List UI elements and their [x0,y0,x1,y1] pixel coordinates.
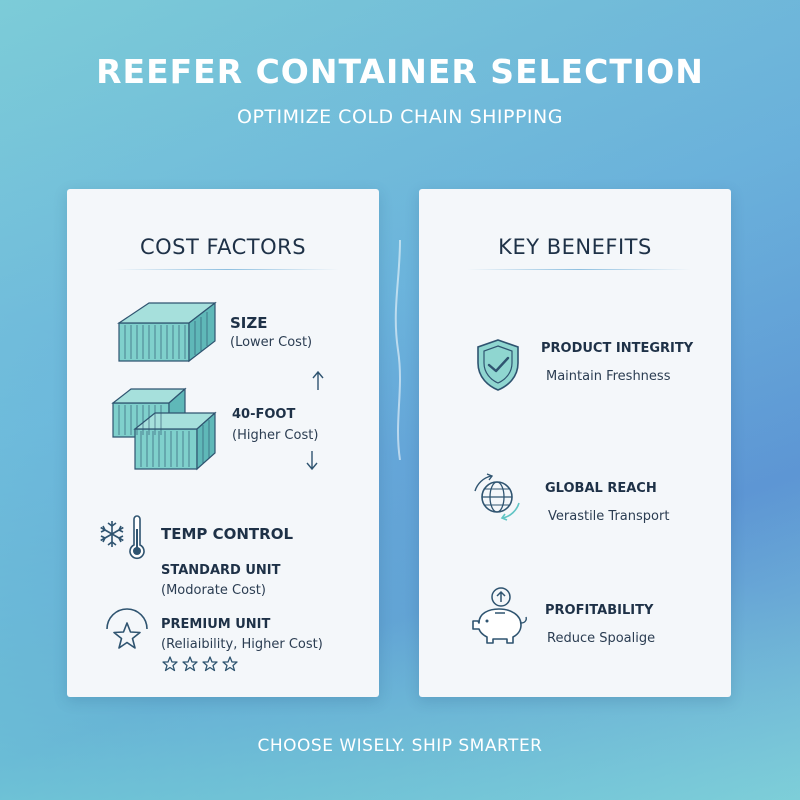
page-subtitle: OPTIMIZE COLD CHAIN SHIPPING [237,106,563,128]
size-label: SIZE [230,314,268,332]
shield-check-icon [477,339,519,391]
profitability-note: Reduce Spoalige [547,631,656,646]
premium-unit-label: PREMIUM UNIT [161,617,271,632]
standard-unit-note: (Modorate Cost) [161,583,266,598]
profitability-label: PROFITABILITY [545,603,654,618]
cost-factors-title: COST FACTORS [139,235,307,259]
key-benefits-title: KEY BENEFITS [498,235,652,259]
large-containers-icon [111,387,217,471]
cost-factors-card: COST FACTORS SIZE (Lower Cost) [67,189,379,697]
product-integrity-note: Maintain Freshness [546,369,671,384]
star-rating-icon [162,656,238,672]
wave-divider [394,240,401,460]
title-rule [467,269,691,270]
arrow-up-icon [312,370,324,390]
standard-unit-label: STANDARD UNIT [161,563,281,578]
premium-star-icon [106,608,148,649]
small-container-icon [117,301,217,363]
title-rule [115,269,339,270]
global-reach-label: GLOBAL REACH [545,481,657,496]
product-integrity-label: PRODUCT INTEGRITY [541,341,694,356]
forty-foot-note: (Higher Cost) [232,428,319,443]
page-title: REEFER CONTAINER SELECTION [96,52,704,91]
snowflake-icon [100,521,124,547]
thermometer-icon [129,515,145,560]
globe-icon [474,473,520,521]
arrow-down-icon [306,451,318,471]
forty-foot-label: 40-FOOT [232,407,296,422]
global-reach-note: Verastile Transport [548,509,670,524]
piggy-bank-icon [472,587,527,644]
key-benefits-card: KEY BENEFITS PRODUCT INTEGRITY Maintain … [419,189,731,697]
size-note: (Lower Cost) [230,335,313,350]
footer-tagline: CHOOSE WISELY. SHIP SMARTER [257,736,543,756]
premium-unit-note: (Reliaibility, Higher Cost) [161,637,323,652]
temp-control-label: TEMP CONTROL [161,525,294,543]
